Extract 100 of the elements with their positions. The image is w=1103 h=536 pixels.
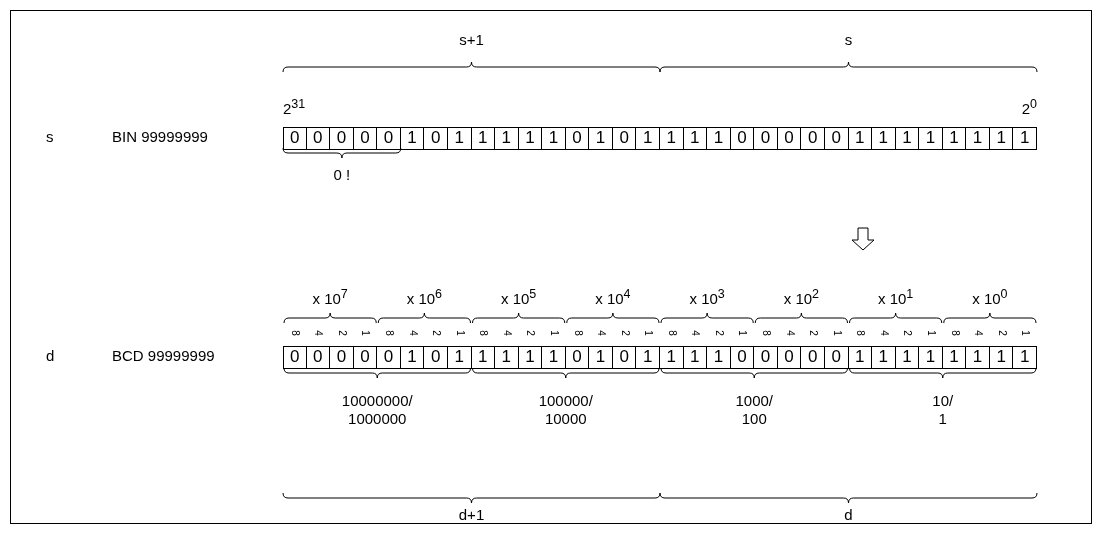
bit-weight-label: 2 xyxy=(807,330,818,336)
bit-cell: 1 xyxy=(706,127,731,150)
bit-cell: 1 xyxy=(682,346,708,369)
bit-weight-label: 4 xyxy=(972,330,983,336)
bit-weight-label: 1 xyxy=(643,330,653,336)
bit-cell: 0 xyxy=(753,127,778,150)
bit-weight-label: 4 xyxy=(784,330,795,336)
bit-cell: 0 xyxy=(376,127,401,150)
operand-label: s xyxy=(46,129,54,146)
bit-cell: 1 xyxy=(541,346,566,369)
place-value-text: 10000000/ 1000000 xyxy=(341,392,413,428)
decade-label: x 10$^{4}$ xyxy=(595,288,631,308)
bit-weight-label: 4 xyxy=(501,330,512,336)
bit-weight-label: 4 xyxy=(407,330,418,336)
bit-cell: 0 xyxy=(564,346,590,369)
bit-cell: 1 xyxy=(517,346,543,369)
bit-cell: 0 xyxy=(729,127,755,150)
bit-cell: 1 xyxy=(635,127,660,150)
bit-weight-label: 8 xyxy=(666,330,677,336)
bit-cell: 1 xyxy=(965,346,990,369)
bit-cell: 1 xyxy=(588,127,613,150)
bit-cell: 0 xyxy=(611,346,637,369)
register-label: s xyxy=(844,32,853,49)
bit-weight-label: 8 xyxy=(478,330,489,336)
bit-weight-label: 8 xyxy=(760,330,771,336)
bit-weight-label: 4 xyxy=(313,330,324,336)
bit-cell: 1 xyxy=(1012,346,1037,369)
bit-cell: 1 xyxy=(399,346,425,369)
register-label: s+1 xyxy=(459,32,484,49)
bit-cell: 0 xyxy=(776,127,802,150)
bit-cell: 1 xyxy=(918,127,943,150)
bit-cell: 1 xyxy=(659,346,684,369)
bit-cell: 1 xyxy=(399,127,425,150)
bit-cell: 1 xyxy=(918,346,943,369)
bit-weight-label: 4 xyxy=(690,330,701,336)
bit-cell: 1 xyxy=(470,346,496,369)
bit-cell: 0 xyxy=(352,346,378,369)
bit-cell: 0 xyxy=(776,346,802,369)
decade-label: x 10$^{6}$ xyxy=(406,288,443,308)
bit-cell: 0 xyxy=(305,127,331,150)
decade-label: x 10$^{1}$ xyxy=(877,288,914,308)
bit-cell: 0 xyxy=(352,127,378,150)
decade-label: x 10$^{5}$ xyxy=(500,288,537,308)
bit-cell: 0 xyxy=(283,346,307,369)
bit-cell: 0 xyxy=(423,346,448,369)
bit-cell: 0 xyxy=(823,127,849,150)
bit-weight-label: 2 xyxy=(525,330,536,336)
bit-weight-label: 1 xyxy=(831,330,842,336)
bit-cell: 1 xyxy=(659,127,684,150)
bit-cell: 0 xyxy=(376,346,401,369)
bit-weight-label: 1 xyxy=(737,330,748,336)
bit-weight-label: 8 xyxy=(855,330,866,336)
bit-cell: 1 xyxy=(871,127,896,150)
bit-cell: 1 xyxy=(988,346,1014,369)
bit-weight-label: 4 xyxy=(878,330,889,336)
bit-weight-label: 1 xyxy=(454,330,465,336)
bit-cell: 1 xyxy=(541,127,566,150)
bit-weight-label: 8 xyxy=(289,330,300,336)
bit-weight-label: 1 xyxy=(548,330,559,336)
bit-cell: 1 xyxy=(446,127,472,150)
bit-cell: 1 xyxy=(494,127,519,150)
bit-cell: 1 xyxy=(847,127,873,150)
bit-weight-label: 2$^{31}$ xyxy=(283,98,306,118)
bit-cell: 1 xyxy=(871,346,896,369)
bit-cell: 0 xyxy=(564,127,590,150)
bit-weight-label: 1 xyxy=(1020,330,1030,336)
bit-cell: 1 xyxy=(847,346,873,369)
bit-cell: 0 xyxy=(329,127,354,150)
bit-cell: 1 xyxy=(470,127,496,150)
bit-cell: 1 xyxy=(965,127,990,150)
bit-cell: 1 xyxy=(894,127,920,150)
place-value-text: 100000/ 10000 xyxy=(538,392,593,428)
decade-label: x 10$^{3}$ xyxy=(689,288,725,308)
bit-weight-label: 2 xyxy=(619,330,630,336)
bit-cell: 0 xyxy=(823,346,849,369)
bit-cell: 1 xyxy=(706,346,731,369)
bit-cell: 0 xyxy=(423,127,448,150)
bit-cell: 1 xyxy=(588,346,613,369)
bit-cell: 1 xyxy=(1012,127,1037,150)
bit-cell: 1 xyxy=(988,127,1014,150)
bit-weight-label: 4 xyxy=(595,330,606,336)
bit-cell: 1 xyxy=(635,346,660,369)
bit-cell: 1 xyxy=(446,346,472,369)
bit-cell: 1 xyxy=(941,127,967,150)
bit-cell: 0 xyxy=(283,127,307,150)
bit-weight-label: 2$^{0}$ xyxy=(1021,98,1037,118)
register-label: d xyxy=(844,507,853,524)
bit-weight-label: 8 xyxy=(383,330,394,336)
bit-weight-label: 2 xyxy=(430,330,441,336)
bit-cell: 0 xyxy=(800,127,825,150)
place-value-text: 1000/ 100 xyxy=(735,392,773,428)
bit-weight-label: 1 xyxy=(360,330,371,336)
value-label: BIN 99999999 xyxy=(112,129,208,146)
bit-cell: 1 xyxy=(494,346,519,369)
bit-weight-label: 2 xyxy=(336,330,347,336)
decade-label: x 10$^{7}$ xyxy=(312,288,348,308)
bit-cell: 0 xyxy=(611,127,637,150)
value-label: BCD 99999999 xyxy=(112,348,215,365)
bit-weight-label: 2 xyxy=(902,330,913,336)
bit-cell: 0 xyxy=(753,346,778,369)
